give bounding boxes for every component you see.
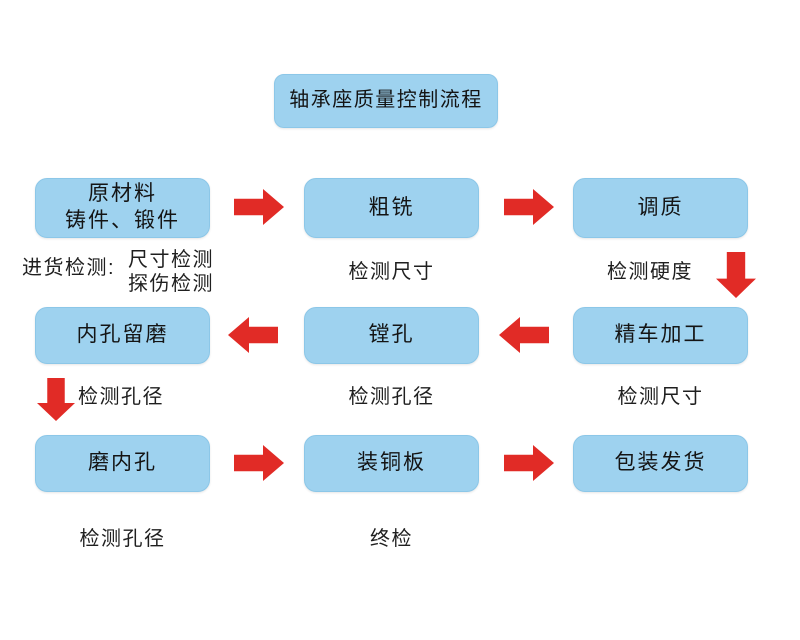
arrow-right-icon: [504, 445, 554, 481]
node-rough-milling-label: 粗铣: [368, 195, 415, 219]
caption-check-dimension-row2-right: 检测尺寸: [617, 386, 704, 408]
caption-incoming-inspection-label: 进货检测:: [22, 257, 116, 279]
caption-final-inspection: 终检: [370, 528, 413, 550]
caption-incoming-inspection-items: 尺寸检测 探伤检测: [128, 249, 214, 296]
node-raw-material-label: 原材料 铸件、锻件: [65, 182, 180, 232]
arrow-right-icon: [234, 445, 284, 481]
node-grind-inner-hole-label: 磨内孔: [88, 451, 157, 475]
node-install-copper-plate[interactable]: 装铜板: [304, 435, 479, 492]
caption-check-bore-diameter-left-row2: 检测孔径: [78, 386, 164, 408]
node-boring-label: 镗孔: [368, 323, 415, 347]
node-quench-temper[interactable]: 调质: [573, 178, 748, 238]
node-bore-reserve-grind-label: 内孔留磨: [76, 323, 169, 347]
caption-check-hardness: 检测硬度: [607, 261, 693, 283]
node-raw-material[interactable]: 原材料 铸件、锻件: [35, 178, 210, 238]
node-install-copper-plate-label: 装铜板: [357, 451, 426, 475]
arrow-down-icon: [37, 378, 75, 421]
caption-check-bore-diameter-row3: 检测孔径: [79, 528, 166, 550]
arrow-right-icon: [504, 189, 554, 225]
node-packaging-delivery[interactable]: 包装发货: [573, 435, 748, 492]
arrow-right-icon: [234, 189, 284, 225]
node-finish-turning-label: 精车加工: [614, 323, 707, 347]
node-title[interactable]: 轴承座质量控制流程: [274, 74, 498, 128]
caption-check-bore-diameter-mid-row2: 检测孔径: [348, 386, 435, 408]
arrow-left-icon: [228, 317, 278, 353]
node-title-label: 轴承座质量控制流程: [289, 89, 483, 112]
node-grind-inner-hole[interactable]: 磨内孔: [35, 435, 210, 492]
node-rough-milling[interactable]: 粗铣: [304, 178, 479, 238]
node-quench-temper-label: 调质: [637, 195, 684, 219]
arrow-left-icon: [499, 317, 549, 353]
caption-check-dimension-row1: 检测尺寸: [348, 261, 435, 283]
arrow-down-icon: [716, 252, 756, 298]
node-bore-reserve-grind[interactable]: 内孔留磨: [35, 307, 210, 364]
node-finish-turning[interactable]: 精车加工: [573, 307, 748, 364]
node-boring[interactable]: 镗孔: [304, 307, 479, 364]
node-packaging-delivery-label: 包装发货: [614, 451, 707, 475]
